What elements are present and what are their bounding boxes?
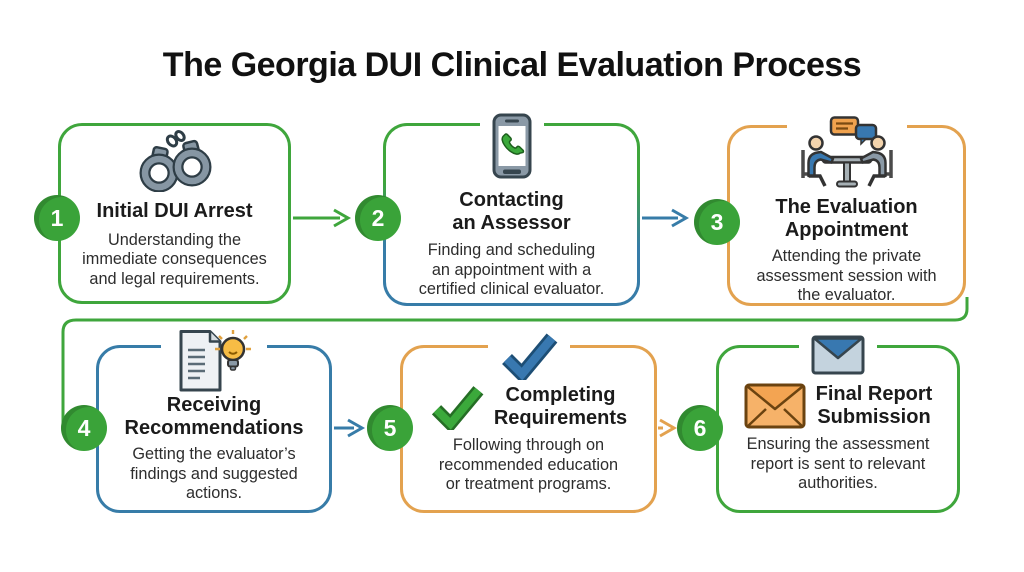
step-description: Ensuring the assessment report is sent t… [747, 435, 930, 493]
step-title-line: Contacting [459, 189, 564, 211]
step-title-row: Completing Requirements [430, 384, 627, 434]
page-title: The Georgia DUI Clinical Evaluation Proc… [162, 46, 862, 84]
step-desc-line: or treatment programs. [445, 474, 612, 493]
step-desc-line: Getting the evaluator’s [132, 445, 296, 464]
handcuffs-icon [116, 130, 233, 193]
green-checkmark-icon [430, 384, 484, 434]
step-card-3: The Evaluation Appointment Attending the… [727, 116, 966, 306]
step-title-line: an Assessor [452, 212, 571, 235]
blue-envelope-icon [799, 335, 877, 375]
step-description: Finding and scheduling an appointment wi… [419, 241, 605, 299]
step-title: Completing Requirements [494, 384, 627, 430]
step-description: Attending the private assessment session… [756, 247, 936, 305]
step-title-line: Recommendations [124, 417, 304, 440]
step-card-2: Contacting an Assessor Finding and sched… [383, 113, 640, 306]
step-title-line: Appointment [784, 219, 909, 242]
phone-call-icon [479, 113, 544, 179]
step-title-line: Submission [817, 406, 931, 429]
step-title: Receiving Recommendations [125, 394, 304, 440]
step-desc-line: Finding and scheduling [427, 241, 596, 260]
step-title-line: Requirements [493, 407, 628, 430]
step-title: Contacting an Assessor [452, 189, 570, 235]
step-desc-line: actions. [185, 483, 243, 502]
step-number-badge-6: 6 [677, 405, 723, 451]
arrow-4-5-head [347, 418, 366, 438]
step-card-1: Initial DUI Arrest Understanding the imm… [58, 123, 291, 304]
step-title: Initial DUI Arrest [97, 200, 253, 223]
step-number-badge-5: 5 [367, 405, 413, 451]
document-lightbulb-icon [161, 328, 267, 394]
step-desc-line: Following through on [452, 436, 605, 455]
step-description: Understanding the immediate consequences… [82, 231, 267, 289]
step-card-6: Final Report Submission Ensuring the ass… [716, 335, 960, 513]
step-desc-line: immediate consequences [82, 250, 267, 269]
step-desc-line: Attending the private [771, 247, 922, 266]
step-number-badge-4: 4 [61, 405, 107, 451]
step-desc-line: assessment session with [756, 266, 937, 285]
meeting-icon [786, 116, 907, 192]
step-desc-line: an appointment with a [431, 260, 592, 279]
step-title: The Evaluation Appointment [775, 196, 917, 242]
arrow-1-2-head [333, 208, 352, 228]
step-desc-line: Ensuring the assessment [746, 435, 930, 454]
step-title-line: Final Report [815, 383, 933, 405]
step-card-4: Receiving Recommendations Getting the ev… [96, 328, 332, 513]
step-title-row: Final Report Submission [744, 383, 933, 429]
orange-envelope-icon [744, 383, 806, 429]
step-title: Final Report Submission [816, 383, 933, 429]
step-title-line: Receiving [166, 394, 262, 416]
step-desc-line: authorities. [798, 473, 878, 492]
step-desc-line: findings and suggested [130, 464, 298, 483]
step-desc-line: recommended education [438, 455, 619, 474]
step-card-5: Completing Requirements Following throug… [400, 332, 657, 513]
step-description: Getting the evaluator’s findings and sug… [130, 445, 297, 503]
step-desc-line: and legal requirements. [89, 269, 260, 288]
step-number-badge-2: 2 [355, 195, 401, 241]
step-desc-line: Understanding the [107, 231, 242, 250]
step-number-badge-3: 3 [694, 199, 740, 245]
step-desc-line: certified clinical evaluator. [418, 279, 605, 298]
arrow-5-6-head [659, 418, 678, 438]
step-number-badge-1: 1 [34, 195, 80, 241]
arrow-2-3-head [671, 208, 690, 228]
step-desc-line: the evaluator. [797, 285, 896, 304]
step-description: Following through on recommended educati… [439, 436, 618, 494]
step-title-line: Initial DUI Arrest [96, 200, 253, 222]
step-title-line: The Evaluation [775, 196, 918, 218]
blue-checkmark-icon [487, 332, 570, 385]
step-title-line: Completing [505, 384, 616, 406]
step-desc-line: report is sent to relevant [750, 454, 926, 473]
